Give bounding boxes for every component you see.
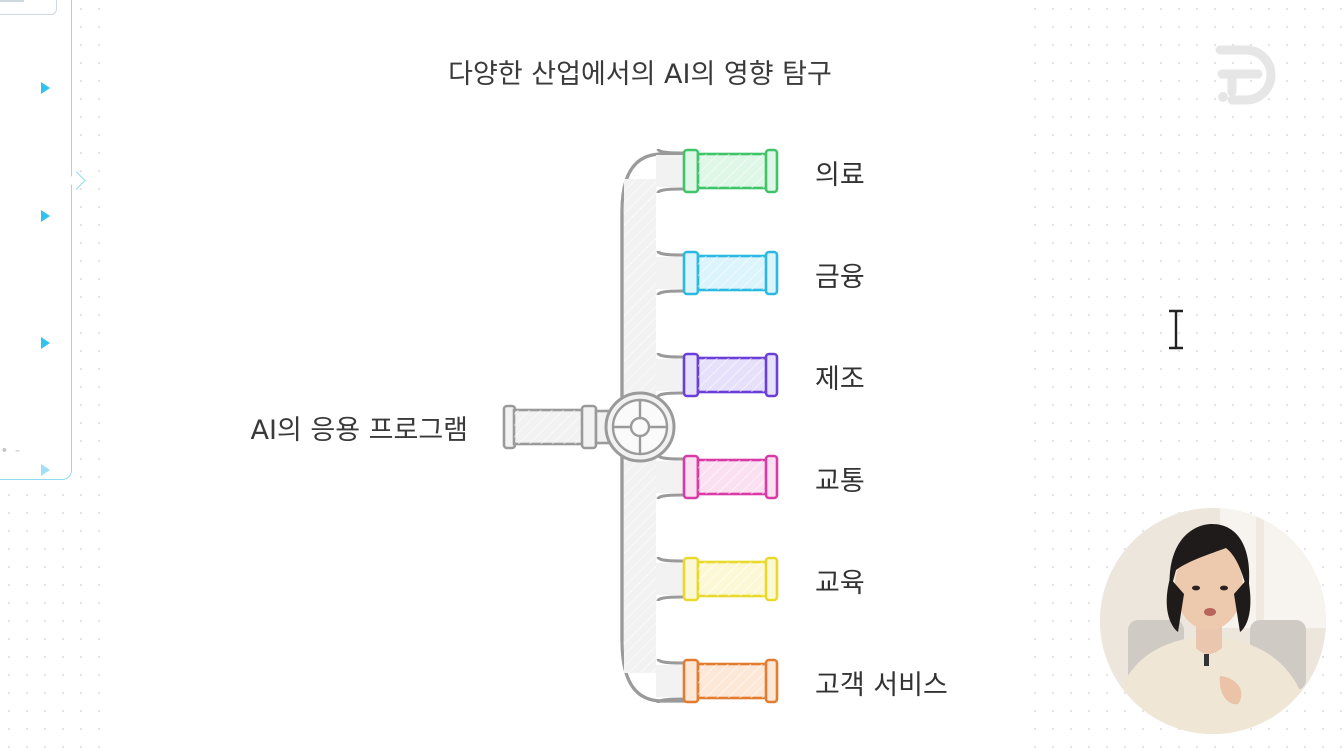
play-arrow-icon[interactable] (41, 337, 50, 349)
branch-pipe-hatch (698, 562, 768, 596)
branch-flange-left (682, 658, 700, 704)
canvas-panel (106, 0, 1022, 756)
diagram-title: 다양한 산업에서의 AI의 영향 탐구 (448, 59, 832, 90)
branch-flange-left (682, 250, 700, 296)
sidebar-top-node[interactable] (0, 0, 57, 15)
branch-flange-right (764, 556, 779, 602)
branch-elbow (656, 556, 690, 602)
sidebar-more-indicator: •• - (0, 443, 22, 459)
branch-label: 고객 서비스 (815, 670, 948, 701)
branch-pipes (656, 148, 779, 704)
branch-pipe-hatch (698, 256, 768, 290)
root-pipe-hatch (514, 410, 584, 444)
root-label: AI의 응용 프로그램 (250, 415, 468, 446)
branch-flange-left (682, 454, 700, 500)
branch-pipe-hatch (698, 460, 768, 494)
root-pipe (502, 391, 676, 463)
branch-label: 교통 (815, 466, 865, 497)
branch-flange-left (682, 556, 700, 602)
branch-flange-left (682, 148, 700, 194)
play-arrow-icon[interactable] (41, 210, 50, 222)
branch-elbow (656, 352, 690, 398)
branch-flange-right (764, 658, 779, 704)
brand-logo-icon (1215, 45, 1276, 105)
branch-pipe-hatch (698, 154, 768, 188)
branch-elbow (656, 658, 690, 704)
play-arrow-icon[interactable] (41, 464, 50, 476)
branch-label: 금융 (815, 262, 865, 293)
presenter-webcam (1100, 508, 1326, 734)
branch-flange-right (764, 148, 779, 194)
branch-pipe-hatch (698, 358, 768, 392)
root-flange-right (580, 404, 598, 450)
branch-label: 제조 (815, 364, 865, 395)
valve-hub (629, 416, 651, 438)
branch-flange-right (764, 352, 779, 398)
sidebar-outline-card[interactable]: •• - (0, 0, 72, 480)
branch-pipe-hatch (698, 664, 768, 698)
branch-label: 의료 (815, 160, 865, 191)
branch-elbow (656, 148, 690, 194)
branch-flange-right (764, 250, 779, 296)
text-cursor-icon (1169, 309, 1183, 350)
branch-flange-left (682, 352, 700, 398)
branch-label: 교육 (815, 568, 865, 599)
branch-flange-right (764, 454, 779, 500)
play-arrow-icon[interactable] (41, 82, 50, 94)
branch-elbow (656, 250, 690, 296)
